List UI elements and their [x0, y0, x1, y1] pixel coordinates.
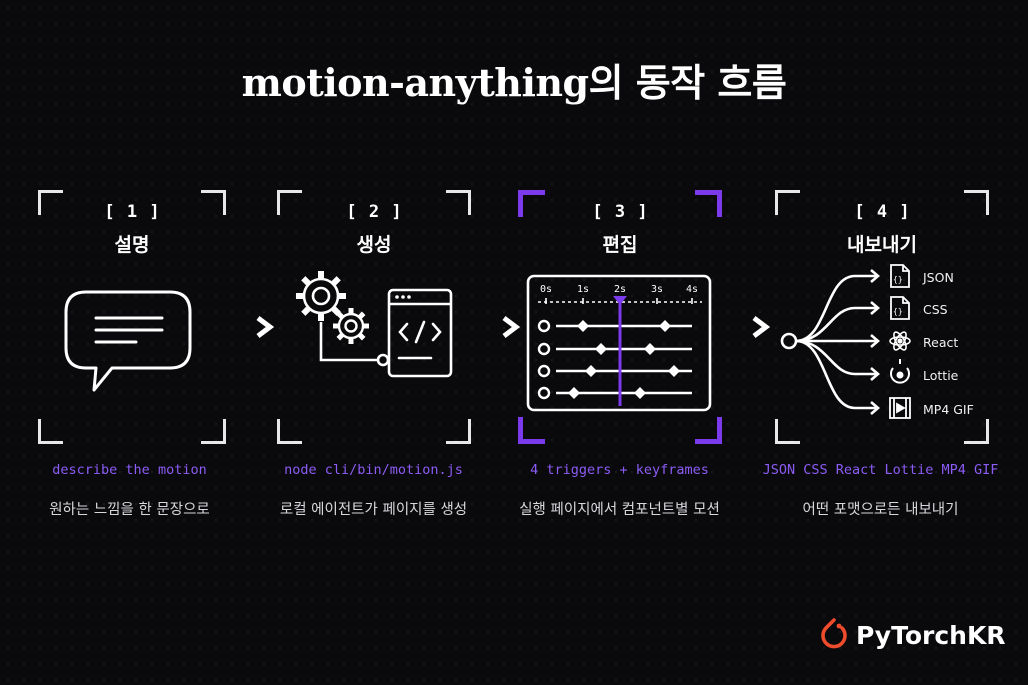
react-icon	[889, 331, 911, 351]
step-number: [ 3 ]	[592, 202, 648, 222]
step-description: 원하는 느낌을 한 문장으로	[49, 502, 210, 518]
arrow-right-icon	[228, 316, 274, 338]
css-file-icon: {}	[890, 296, 910, 320]
step-title: 설명	[114, 234, 150, 256]
tick-label: 4s	[686, 284, 698, 295]
step-card-export: [ 4 ] 내보내기 {} {}	[775, 190, 989, 444]
step-caption: describe the motion	[52, 462, 207, 478]
arrow-right-icon	[724, 316, 770, 338]
brand-logo: PyTorchKR	[818, 618, 1006, 652]
step-description: 어떤 포맷으로든 내보내기	[802, 502, 959, 518]
step-description: 로컬 에이전트가 페이지를 생성	[279, 502, 468, 518]
brand-name: PyTorchKR	[856, 620, 1006, 650]
format-label: MP4 GIF	[923, 402, 974, 417]
arrow-right-icon	[474, 316, 520, 338]
format-label: JSON	[923, 270, 954, 285]
tick-label: 1s	[577, 284, 589, 295]
format-label: React	[923, 335, 959, 350]
export-tree-icon: {} {}	[780, 264, 911, 419]
format-label: CSS	[923, 302, 948, 317]
tick-label: 3s	[651, 284, 663, 295]
video-icon	[889, 397, 911, 419]
code-window-icon	[387, 288, 453, 378]
svg-text:{}: {}	[893, 275, 903, 284]
step-caption: 4 triggers + keyframes	[530, 462, 709, 478]
step-caption: node cli/bin/motion.js	[284, 462, 463, 478]
svg-text:{}: {}	[893, 307, 903, 316]
step-title: 내보내기	[847, 234, 917, 256]
lottie-icon	[890, 359, 910, 384]
pytorch-flame-icon	[821, 618, 847, 649]
step-number: [ 2 ]	[346, 202, 402, 222]
step-title: 생성	[356, 234, 392, 256]
format-label: Lottie	[923, 368, 959, 383]
step-card-edit: [ 3 ] 편집 0s 1s 2s 3s 4s	[518, 190, 722, 444]
page-title: motion-anything의 동작 흐름	[241, 60, 787, 105]
timeline-editor-icon: 0s 1s 2s 3s 4s	[526, 274, 712, 412]
step-description: 실행 페이지에서 컴포넌트별 모션	[519, 502, 720, 518]
step-title: 편집	[602, 234, 638, 256]
tick-label: 0s	[540, 284, 552, 295]
step-number: [ 1 ]	[104, 202, 160, 222]
json-file-icon: {}	[890, 264, 910, 288]
step-card-describe: [ 1 ] 설명	[38, 190, 226, 444]
tick-label: 2s	[614, 284, 626, 295]
chat-bubble-icon	[64, 290, 192, 392]
step-number: [ 4 ]	[854, 202, 910, 222]
step-card-generate: [ 2 ] 생성	[277, 190, 471, 444]
gears-icon	[296, 271, 453, 378]
step-caption: JSON CSS React Lottie MP4 GIF	[762, 462, 999, 478]
